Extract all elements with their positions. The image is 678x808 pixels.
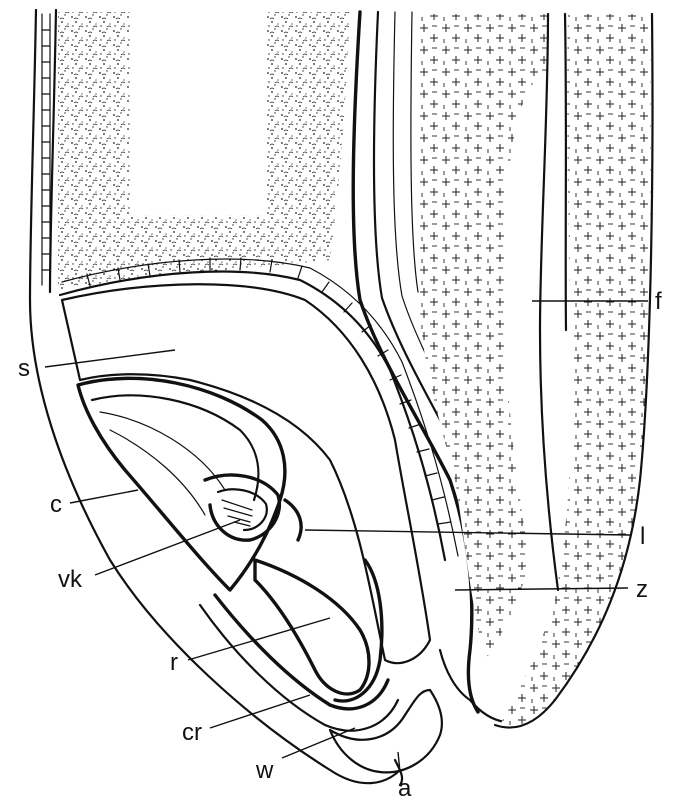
label-a: a [398,775,412,802]
cross-hatched-tissue [420,14,653,728]
basal-region [330,690,442,785]
label-c: c [50,491,62,518]
leader-c [70,490,138,503]
label-f: f [655,288,662,315]
label-r: r [170,649,178,676]
leader-vk [95,520,240,575]
radicle [255,560,382,701]
aleurone-layer [60,258,458,560]
endosperm-region [58,12,350,290]
label-z: z [636,576,648,603]
label-l: l [640,523,645,550]
leader-r [188,618,330,660]
label-s: s [18,355,30,382]
leader-cr [210,695,310,728]
label-vk: vk [58,566,83,593]
leader-s [45,350,175,367]
growing-point [205,475,301,540]
label-cr: cr [182,719,202,746]
label-w: w [255,757,274,784]
